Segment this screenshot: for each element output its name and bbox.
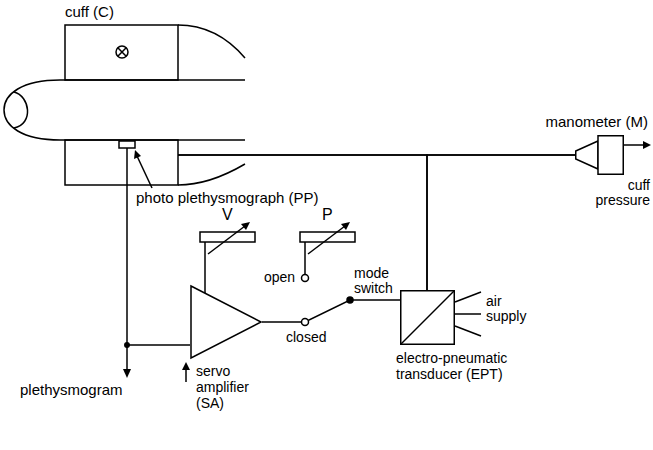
arrow-head xyxy=(241,222,250,230)
cuff-upper xyxy=(65,25,178,80)
signal-label: plethysmogram xyxy=(20,382,123,399)
node-label: manometer (M) xyxy=(545,113,648,130)
supply-label: air supply xyxy=(486,294,536,325)
photo-sensor xyxy=(119,141,135,148)
node-label: electro-pneumatic transducer (EPT) xyxy=(396,350,561,382)
cuff: cuff (C) xyxy=(65,3,178,185)
resistor-symbol xyxy=(300,232,355,242)
air-line xyxy=(455,292,481,302)
signal-wire xyxy=(204,242,206,293)
servo-amplifier-outline xyxy=(190,285,262,359)
resistor-symbol xyxy=(200,232,255,242)
switch-label: mode switch xyxy=(354,266,400,297)
manometer-neck xyxy=(576,141,598,169)
resistor-label: P xyxy=(322,206,333,224)
cuff-flap xyxy=(178,25,245,58)
leader-line xyxy=(137,156,152,188)
variable-arrow xyxy=(208,226,245,254)
switch-label: open xyxy=(264,270,295,285)
output-line xyxy=(624,144,645,146)
transducer-box-outline xyxy=(400,290,455,345)
resistor-label: V xyxy=(222,206,233,224)
arrow-head xyxy=(134,150,141,159)
amplifier-symbol xyxy=(191,286,261,358)
arrow-head xyxy=(341,222,350,230)
cuff-flap xyxy=(178,164,245,185)
connector xyxy=(427,155,575,290)
transducer-diagonal xyxy=(401,291,455,345)
finger-nail xyxy=(14,92,28,128)
part-label: photo plethysmograph (PP) xyxy=(136,190,319,207)
transducer-symbol xyxy=(401,291,455,345)
manometer-outline xyxy=(575,135,624,175)
cuff-cross-symbol xyxy=(118,48,126,56)
transducer-box: electro-pneumatic transducer (EPT) xyxy=(400,290,455,345)
junction-dot xyxy=(125,343,129,347)
connector xyxy=(178,155,427,290)
variable-arrow xyxy=(308,226,345,254)
manometer: manometer (M) xyxy=(575,113,624,175)
air-line xyxy=(455,313,481,315)
signal-wire xyxy=(127,344,190,346)
finger-outline xyxy=(4,80,245,140)
signal-wire xyxy=(304,242,306,274)
manometer-body xyxy=(598,136,623,175)
switch-contact xyxy=(302,275,309,282)
cuff-cross-symbol xyxy=(116,46,128,58)
switch-label: closed xyxy=(286,330,326,345)
node-label: servo amplifier (SA) xyxy=(196,363,276,411)
air-line xyxy=(455,326,481,336)
arrow-head xyxy=(643,141,651,149)
leader-line xyxy=(185,368,187,382)
node-label: cuff (C) xyxy=(65,3,178,20)
cuff-lower xyxy=(65,140,178,185)
arrow-head xyxy=(182,362,190,370)
signal-wire xyxy=(126,148,128,370)
signal-label: cuff pressure xyxy=(588,178,650,209)
switch-pivot xyxy=(347,297,353,303)
arrow-head xyxy=(123,369,131,378)
connector xyxy=(262,300,400,322)
switch-contact xyxy=(302,319,309,326)
servo-amplifier: servo amplifier (SA) xyxy=(190,285,262,359)
